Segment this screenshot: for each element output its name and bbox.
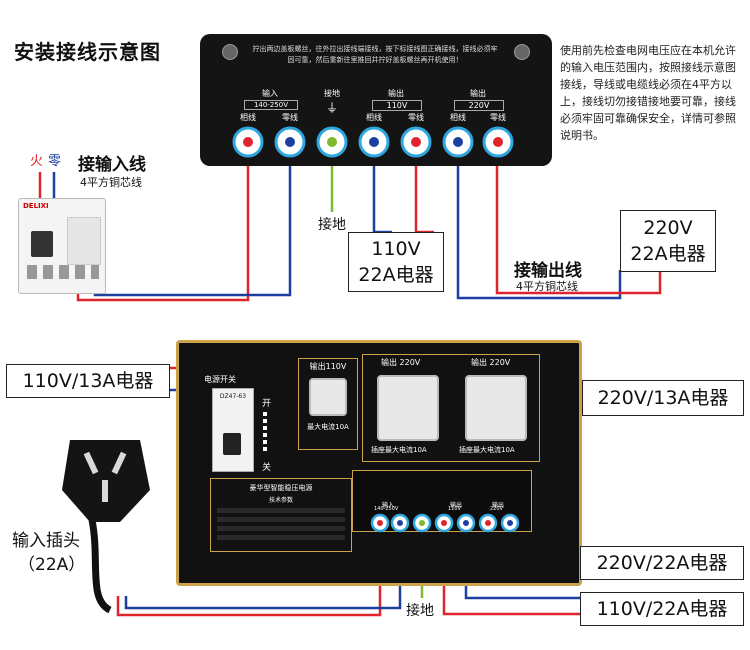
- bottom-terminal-post: [434, 513, 454, 533]
- outlet-220v-a-label: 输出 220V: [381, 358, 421, 367]
- bottom-terminal-post: [412, 513, 432, 533]
- top-220-live-wire: [456, 150, 622, 300]
- strip-input-label: 输入: [382, 502, 395, 509]
- group-out220-voltage: 220V: [454, 100, 504, 111]
- terminal-label: 零线: [408, 113, 424, 122]
- input-line-label: 接输入线: [78, 155, 146, 175]
- page-title: 安装接线示意图: [14, 40, 161, 64]
- bottom-terminal-post: [500, 513, 520, 533]
- group-input-label: 输入: [262, 89, 278, 98]
- output-line-label: 接输出线: [514, 261, 582, 281]
- power-switch-label: 电源开关: [204, 375, 236, 384]
- bottom-terminal-post: [370, 513, 390, 533]
- switch-on-label: 开: [262, 399, 272, 409]
- device-box-line: 220V: [643, 217, 693, 239]
- strip-out110-label: 输出: [450, 502, 463, 509]
- device-box-220v-13a: 220V/13A电器: [582, 380, 744, 416]
- strip-out220-label: 输出: [492, 502, 505, 509]
- device-box-110v-13a: 110V/13A电器: [6, 364, 170, 398]
- terminal-post: [274, 126, 306, 158]
- spec-plate: 豪华型智能稳压电源 技术参数: [210, 478, 352, 552]
- device-box-110v-22a: 110V 22A电器: [348, 232, 444, 292]
- outlet-220v-a-max: 插座最大电流10A: [371, 446, 427, 454]
- terminal-label: 零线: [490, 113, 506, 122]
- circuit-breaker: DELIXI: [18, 198, 106, 294]
- plug-label: 输入插头: [12, 531, 80, 551]
- terminal-posts: [232, 126, 514, 158]
- spec-table: [217, 508, 345, 544]
- bottom-ground-label: 接地: [406, 603, 434, 619]
- device-box-220v-22a-bottom: 220V/22A电器: [580, 546, 744, 580]
- zero-label: 零: [48, 154, 62, 169]
- terminal-post: [482, 126, 514, 158]
- panel-instruction: 拧出两边盖板螺丝，往外拉出接线端接线，按下标接线图正确接线，接线必须牢固可靠，然…: [252, 45, 498, 64]
- device-box-line: 110V: [371, 238, 421, 260]
- input-plug: [62, 440, 150, 522]
- usage-note: 使用前先检查电网电压应在本机允许的输入电压范围内，按照接线示意图接线，导线或电缆…: [560, 44, 736, 142]
- group-input-range: 140-250V: [244, 100, 298, 110]
- bottom-terminal-posts: [370, 513, 520, 533]
- product-name: 豪华型智能稳压电源: [249, 484, 313, 492]
- outlet-220v-b-label: 输出 220V: [471, 358, 511, 367]
- switch-arrow: [263, 412, 267, 452]
- strip-out220-voltage: 220V: [490, 506, 503, 512]
- ground-symbol: ⏚: [325, 101, 338, 115]
- group-ground-label: 接地: [324, 89, 340, 98]
- input-line-sub: 4平方铜芯线: [80, 176, 142, 189]
- breaker-test-panel: [67, 217, 101, 265]
- spec-heading: 技术参数: [268, 497, 293, 504]
- group-out110-voltage: 110V: [372, 100, 422, 111]
- terminal-post: [358, 126, 390, 158]
- terminal-post: [232, 126, 264, 158]
- breaker-screws: [27, 265, 99, 279]
- top-input-live-wire: [76, 148, 250, 302]
- breaker-model: DZ47-63: [219, 393, 247, 400]
- outlet-220v-panel: 输出 220V 输出 220V 插座最大电流10A 插座最大电流10A: [362, 354, 540, 462]
- device-box-line: 22A电器: [630, 243, 706, 265]
- bottom-terminal-post: [478, 513, 498, 533]
- top-ground-label: 接地: [318, 217, 346, 233]
- device-box-220v-22a: 220V 22A电器: [620, 210, 716, 272]
- bottom-terminal-post: [390, 513, 410, 533]
- bottom-terminal-post: [456, 513, 476, 533]
- outlet-220v-a-socket[interactable]: [377, 375, 439, 441]
- outlet-220v-b-max: 插座最大电流10A: [459, 446, 515, 454]
- breaker-switch: [31, 231, 53, 257]
- outlet-110v-max: 最大电流10A: [307, 423, 349, 431]
- outlet-110v-label: 输出110V: [309, 362, 347, 371]
- group-out220-label: 输出: [470, 89, 486, 98]
- breaker-brand: DELIXI: [23, 202, 49, 210]
- outlet-220v-b-socket[interactable]: [465, 375, 527, 441]
- outlet-110v-panel: 输出110V 最大电流10A: [298, 358, 358, 450]
- output-line-sub: 4平方铜芯线: [516, 280, 578, 293]
- breaker-toggle: [223, 433, 241, 455]
- terminal-label: 相线: [366, 113, 382, 122]
- terminal-post: [316, 126, 348, 158]
- terminal-label: 相线: [450, 113, 466, 122]
- terminal-label: 零线: [282, 113, 298, 122]
- panel-screw-left: [222, 44, 238, 60]
- terminal-label: 相线: [240, 113, 256, 122]
- device-box-110v-22a-bottom: 110V/22A电器: [580, 592, 744, 626]
- switch-off-label: 关: [262, 463, 272, 473]
- strip-out110-voltage: 110V: [448, 506, 461, 512]
- plug-sub-label: （22A）: [18, 555, 86, 575]
- terminal-post: [442, 126, 474, 158]
- device-box-line: 22A电器: [358, 264, 434, 286]
- power-switch-breaker[interactable]: DZ47-63: [212, 388, 254, 472]
- panel-screw-right: [514, 44, 530, 60]
- terminal-post: [400, 126, 432, 158]
- top-220-neutral-wire: [495, 150, 662, 295]
- group-out110-label: 输出: [388, 89, 404, 98]
- strip-input-range: 140-250V: [374, 506, 399, 512]
- outlet-110v-socket[interactable]: [309, 378, 347, 416]
- plug-cord: [88, 519, 112, 614]
- fire-label: 火: [30, 154, 44, 169]
